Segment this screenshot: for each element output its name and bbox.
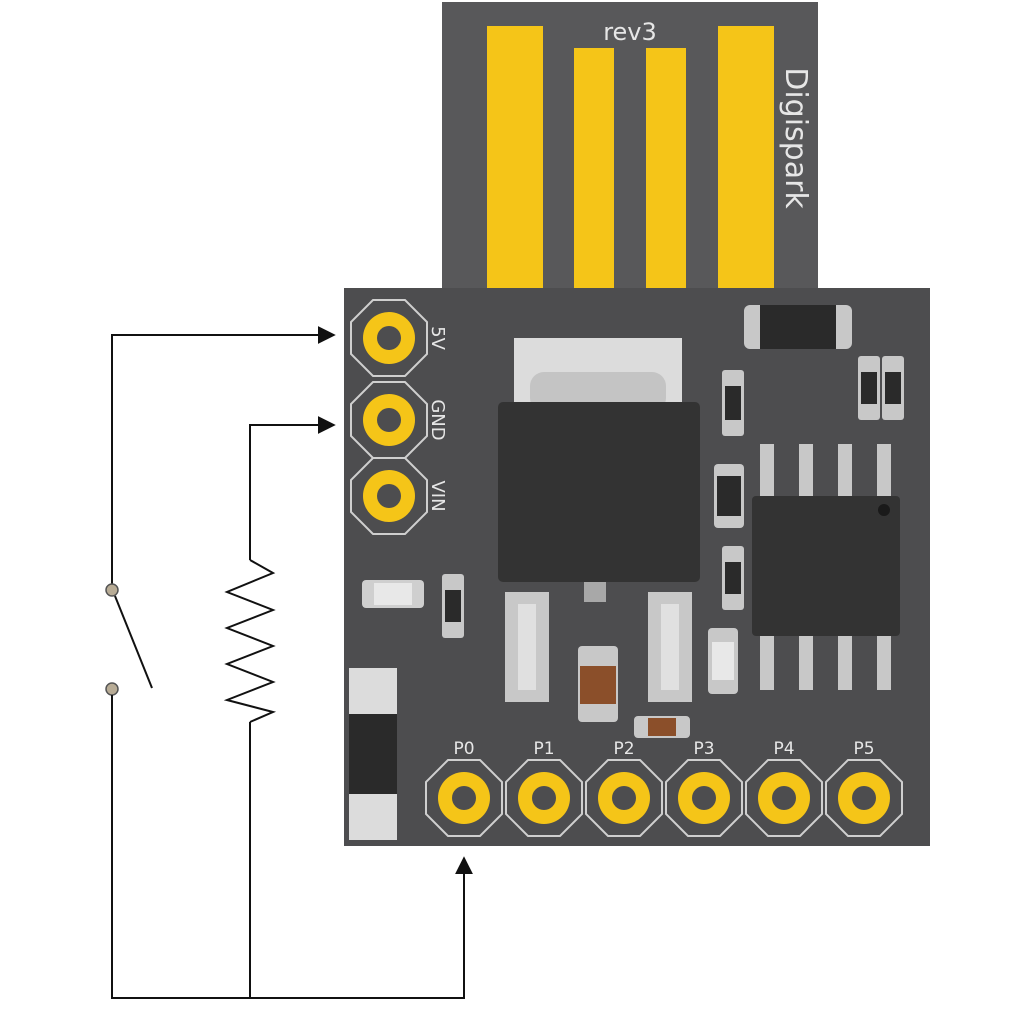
- zener-diodes: [858, 356, 904, 420]
- voltage-regulator: [498, 338, 700, 702]
- pin-p2-pad[interactable]: [585, 759, 663, 837]
- pin-p0-pad[interactable]: [425, 759, 503, 837]
- revision-label: rev3: [603, 18, 657, 46]
- wire-to-5v: [111, 326, 336, 590]
- pin-vin-pad[interactable]: [350, 457, 428, 535]
- attiny85-chip: [752, 444, 900, 690]
- smd-capacitor-white: [362, 580, 424, 608]
- pin-p5-pad[interactable]: [825, 759, 903, 837]
- pin-gnd-pad[interactable]: [350, 381, 428, 459]
- pin-p3-label: P3: [693, 739, 714, 759]
- diode: [744, 305, 852, 349]
- smd-resistor-3: [722, 546, 744, 610]
- pin-p0-label: P0: [453, 739, 474, 759]
- resistor: [223, 559, 277, 723]
- pin-p1-label: P1: [533, 739, 554, 759]
- wire-switch-bottom: [111, 695, 250, 999]
- pin-p5-label: P5: [853, 739, 874, 759]
- board-name-label: Digispark: [778, 67, 813, 209]
- external-circuit: [105, 326, 473, 999]
- pin-gnd-label: GND: [427, 399, 448, 440]
- smd-led: [708, 628, 738, 694]
- wire-to-gnd: [249, 416, 336, 560]
- bottom-left-component: [349, 668, 397, 840]
- pin-p3-pad[interactable]: [665, 759, 743, 837]
- pin-p2-label: P2: [613, 739, 634, 759]
- pin-5v-pad[interactable]: [350, 299, 428, 377]
- pin-p4-label: P4: [773, 739, 794, 759]
- usb-contact-3: [646, 48, 686, 292]
- smd-resistor-2: [714, 464, 744, 528]
- usb-contact-1: [487, 26, 543, 292]
- smd-capacitor-brown: [634, 716, 690, 738]
- smd-resistor-4: [442, 574, 464, 638]
- pin-p1-pad[interactable]: [505, 759, 583, 837]
- usb-contact-4: [718, 26, 774, 292]
- pin-p4-pad[interactable]: [745, 759, 823, 837]
- io-header: P0 P1 P2 P3 P4 P5: [425, 739, 903, 837]
- usb-connector: rev3 Digispark: [442, 2, 818, 292]
- pin-5v-label: 5V: [427, 326, 448, 350]
- smd-resistor-1: [722, 370, 744, 436]
- power-header: 5V GND VIN: [350, 299, 448, 535]
- pin-vin-label: VIN: [427, 480, 448, 511]
- usb-contact-2: [574, 48, 614, 292]
- wire-to-p0: [250, 856, 473, 999]
- tantalum-capacitor: [578, 646, 618, 722]
- pcb-board: 5V GND VIN: [344, 288, 930, 846]
- switch[interactable]: [105, 583, 153, 696]
